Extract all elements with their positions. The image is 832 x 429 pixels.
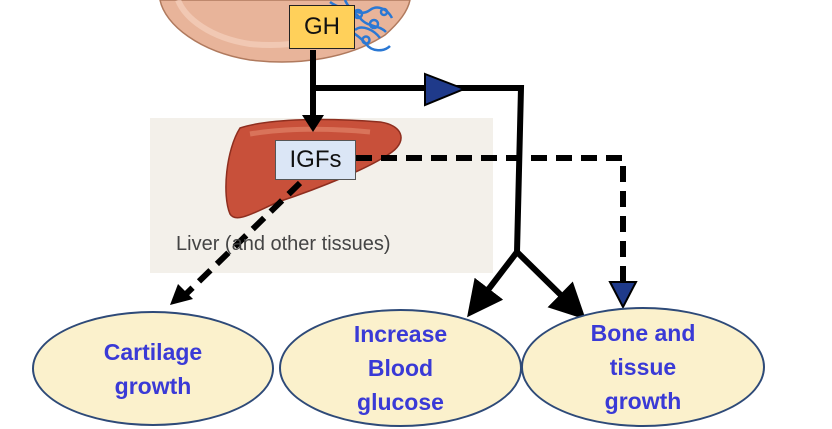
igf-to-cartilage-arrow	[170, 180, 303, 305]
gh-node: GH	[289, 5, 355, 49]
arrowhead-icon	[424, 72, 467, 107]
pituitary-illustration	[159, 0, 411, 63]
igf-to-bone-arrow	[356, 155, 638, 310]
cartilage-growth-label: Cartilage growth	[103, 338, 203, 399]
increase-blood-glucose-oval: Increase Blood glucose	[279, 309, 522, 427]
bone-tissue-growth-oval: Bone and tissue growth	[521, 307, 765, 427]
liver-label: Liver (and other tissues)	[176, 233, 391, 255]
blood-vessel-network-icon	[329, 0, 394, 52]
cartilage-growth-oval: Cartilage growth	[32, 311, 274, 426]
gh-to-targets-arrow	[313, 72, 586, 320]
increase-blood-glucose-label: Increase Blood glucose	[353, 321, 448, 415]
arrowhead-icon	[608, 281, 638, 310]
bone-tissue-growth-label: Bone and tissue growth	[590, 320, 696, 414]
igfs-node: IGFs	[275, 140, 356, 180]
